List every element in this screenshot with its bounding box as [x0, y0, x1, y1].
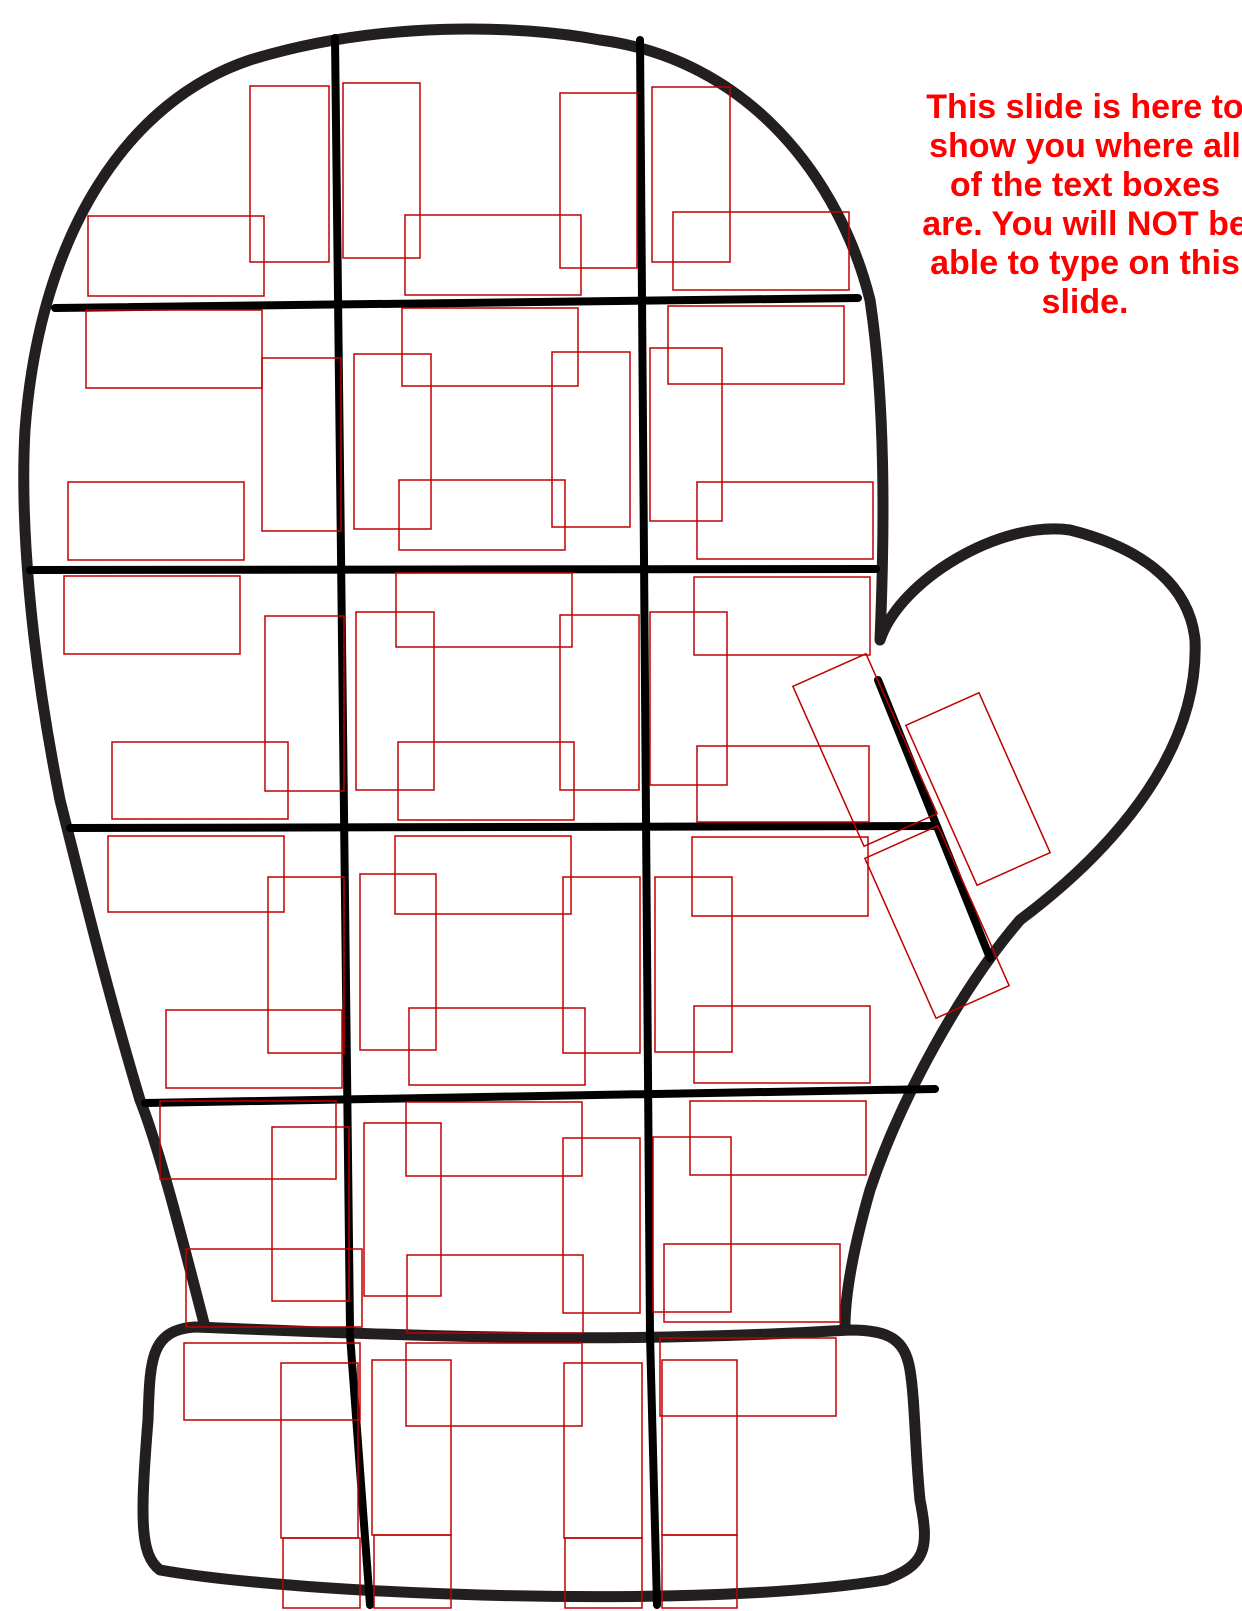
- thumb-text-box-outline: [793, 654, 937, 846]
- instruction-note: This slide is here to show you where all…: [870, 88, 1242, 322]
- text-box-outline: [281, 1363, 358, 1538]
- text-box-outline: [265, 616, 344, 791]
- text-box-outline: [68, 482, 244, 560]
- grid-line: [650, 1335, 657, 1605]
- text-box-outline: [406, 1343, 582, 1426]
- text-box-outline: [268, 877, 344, 1053]
- mitten-cuff-outline: [143, 1327, 924, 1597]
- text-box-outline: [86, 310, 262, 388]
- text-box-outline: [652, 87, 730, 262]
- text-box-outline: [673, 212, 849, 290]
- text-box-outline: [166, 1010, 342, 1088]
- text-box-outline: [160, 1101, 336, 1179]
- text-box-outline: [405, 215, 581, 295]
- text-box-outline: [184, 1343, 360, 1420]
- text-box-outline: [563, 877, 640, 1053]
- grid-line: [640, 40, 650, 1335]
- text-box-outline: [372, 1360, 451, 1535]
- text-box-outline: [354, 354, 431, 529]
- text-box-outline: [564, 1363, 642, 1538]
- text-box-outline: [563, 1138, 640, 1313]
- text-box-outline: [343, 83, 420, 258]
- text-box-outline: [697, 746, 869, 822]
- text-box-outline: [88, 216, 264, 296]
- text-box-outline: [108, 836, 284, 912]
- text-box-outline: [399, 480, 565, 550]
- text-box-outline: [690, 1101, 866, 1175]
- text-box-outline: [272, 1127, 349, 1301]
- text-box-outline: [396, 573, 572, 647]
- text-box-outline: [406, 1102, 582, 1176]
- text-box-outline: [395, 836, 571, 914]
- text-box-outline: [360, 874, 436, 1050]
- text-box-outline: [398, 742, 574, 820]
- thumb-text-box-outline: [865, 826, 1009, 1018]
- text-box-outline: [407, 1255, 583, 1333]
- text-box-outline: [64, 576, 240, 654]
- thumb-text-box-outline: [906, 693, 1050, 885]
- text-box-outline: [694, 1006, 870, 1083]
- text-box-outline: [186, 1249, 362, 1327]
- text-box-outline: [283, 1538, 360, 1608]
- text-box-outline: [552, 352, 630, 527]
- text-box-outline: [660, 1338, 836, 1416]
- text-box-outline: [262, 358, 341, 531]
- text-box-outline: [650, 612, 727, 785]
- text-box-outline: [364, 1123, 441, 1296]
- text-box-outline: [250, 86, 329, 262]
- text-box-outline: [112, 742, 288, 819]
- text-box-outline: [697, 482, 873, 559]
- grid-line: [878, 680, 990, 958]
- text-box-outline: [650, 348, 722, 521]
- grid-line: [70, 826, 935, 828]
- text-box-outline: [662, 1360, 737, 1535]
- text-box-outline: [668, 306, 844, 384]
- text-box-outline: [664, 1244, 840, 1322]
- text-box-outline: [356, 612, 434, 790]
- grid-line: [30, 569, 876, 570]
- text-box-outline: [560, 93, 637, 268]
- text-box-outline: [694, 577, 870, 655]
